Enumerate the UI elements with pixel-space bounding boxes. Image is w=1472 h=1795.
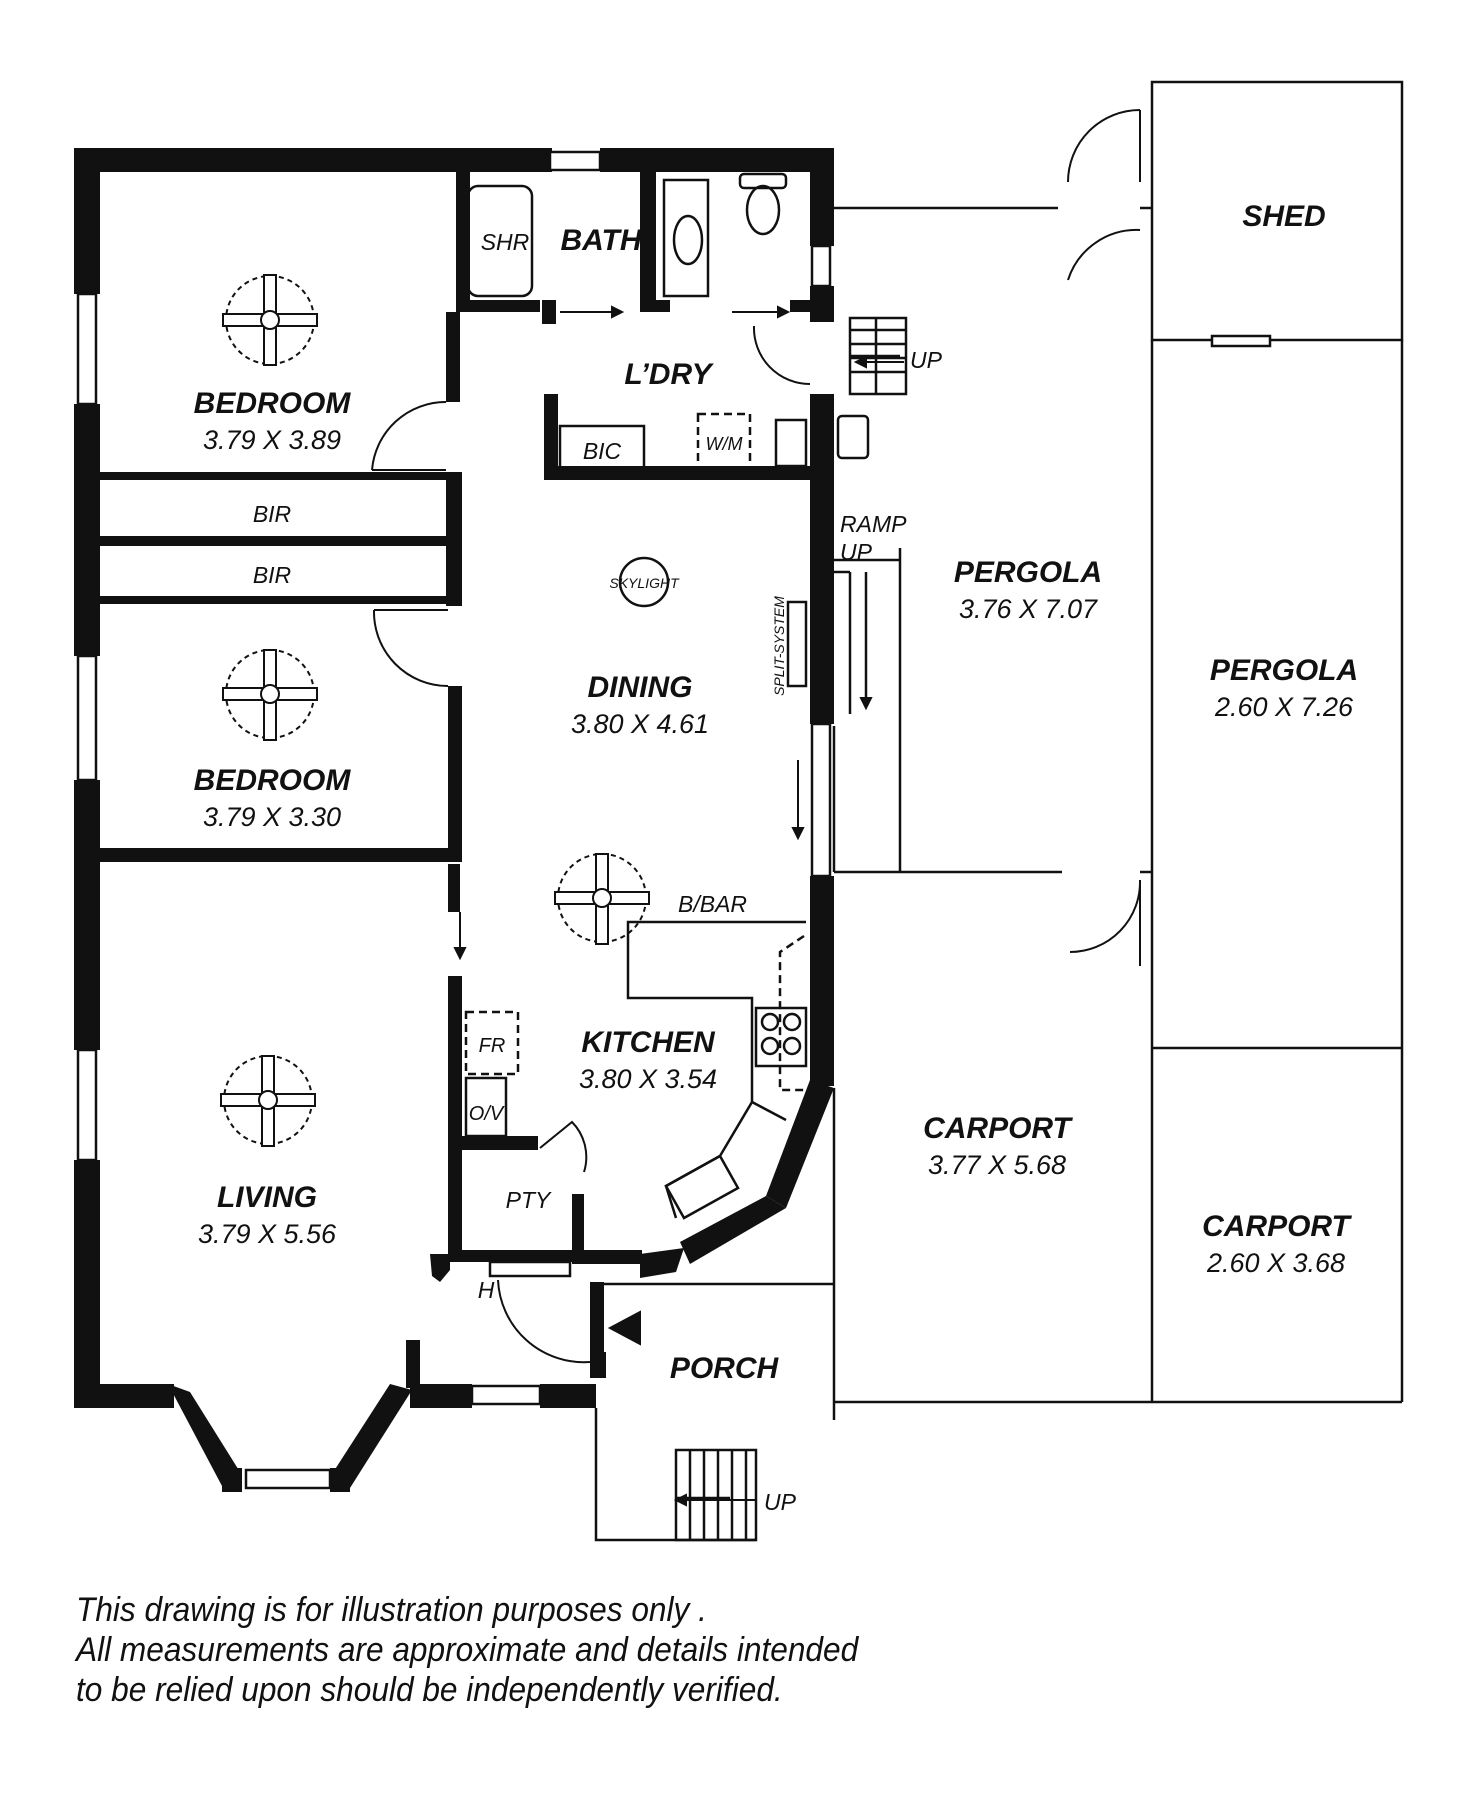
interior-walls [100, 172, 834, 1378]
ov-label: O/V [469, 1103, 505, 1125]
fr-label: FR [479, 1035, 506, 1057]
fan-icon-dining [554, 853, 650, 945]
skylight-label: SKYLIGHT [609, 575, 680, 591]
fan-icon-bedroom2 [222, 649, 318, 741]
up-porch-label: UP [764, 1489, 797, 1515]
shr-label: SHR [481, 229, 530, 255]
split-system-label: SPLIT-SYSTEM [771, 596, 787, 696]
bbar-label: B/BAR [678, 891, 747, 917]
fan-icon-living [220, 1055, 316, 1147]
living-name: LIVING [217, 1181, 317, 1214]
carport2-name: CARPORT [1202, 1210, 1352, 1243]
shed-name: SHED [1242, 200, 1325, 233]
disclaimer-line-1: This drawing is for illustration purpose… [76, 1591, 707, 1629]
room-labels: BEDROOM 3.79 X 3.89 BEDROOM 3.79 X 3.30 … [194, 200, 1359, 1385]
ramp-up-label: UP [840, 539, 873, 565]
bedroom1-name: BEDROOM [194, 387, 352, 420]
arrows [453, 305, 904, 1507]
h-label: H [478, 1277, 495, 1303]
dining-name: DINING [588, 671, 693, 704]
ceiling-fans [220, 274, 650, 1147]
fan-icon-bedroom1 [222, 274, 318, 366]
kitchen-dims: 3.80 X 3.54 [579, 1064, 717, 1094]
pergola1-dims: 3.76 X 7.07 [959, 594, 1098, 624]
carport1-dims: 3.77 X 5.68 [928, 1150, 1066, 1180]
bic-label: BIC [583, 438, 622, 464]
disclaimer: This drawing is for illustration purpose… [76, 1590, 1006, 1710]
house-exterior-walls [74, 148, 834, 1492]
door-swings [371, 109, 1142, 1364]
windows [76, 150, 1272, 1490]
kitchen-name: KITCHEN [581, 1026, 716, 1059]
bedroom2-name: BEDROOM [194, 764, 352, 797]
dashed-fixtures [464, 412, 806, 1092]
pergola2-dims: 2.60 X 7.26 [1214, 692, 1354, 722]
disclaimer-line-2: All measurements are approximate and det… [76, 1631, 859, 1669]
living-dims: 3.79 X 5.56 [198, 1219, 337, 1249]
bedroom1-dims: 3.79 X 3.89 [203, 425, 341, 455]
fixture-labels: SHR BIR BIR BIC W/M SKYLIGHT SPLIT-SYSTE… [253, 229, 943, 1515]
dining-dims: 3.80 X 4.61 [571, 709, 709, 739]
carport2-dims: 2.60 X 3.68 [1206, 1248, 1345, 1278]
pergola2-name: PERGOLA [1210, 654, 1358, 687]
pty-label: PTY [506, 1187, 552, 1213]
wm-label: W/M [706, 434, 743, 454]
laundry-name: L’DRY [624, 358, 714, 391]
ramp-label: RAMP [840, 511, 907, 537]
up-laundry-label: UP [910, 347, 943, 373]
pergola1-name: PERGOLA [954, 556, 1102, 589]
thin-lines [464, 80, 1404, 1542]
bath-name: BATH [560, 224, 642, 257]
porch-name: PORCH [670, 1352, 780, 1385]
bir1-label: BIR [253, 501, 291, 527]
bedroom2-dims: 3.79 X 3.30 [203, 802, 341, 832]
disclaimer-line-3: to be relied upon should be independentl… [76, 1671, 783, 1709]
bir2-label: BIR [253, 562, 291, 588]
carport1-name: CARPORT [923, 1112, 1073, 1145]
